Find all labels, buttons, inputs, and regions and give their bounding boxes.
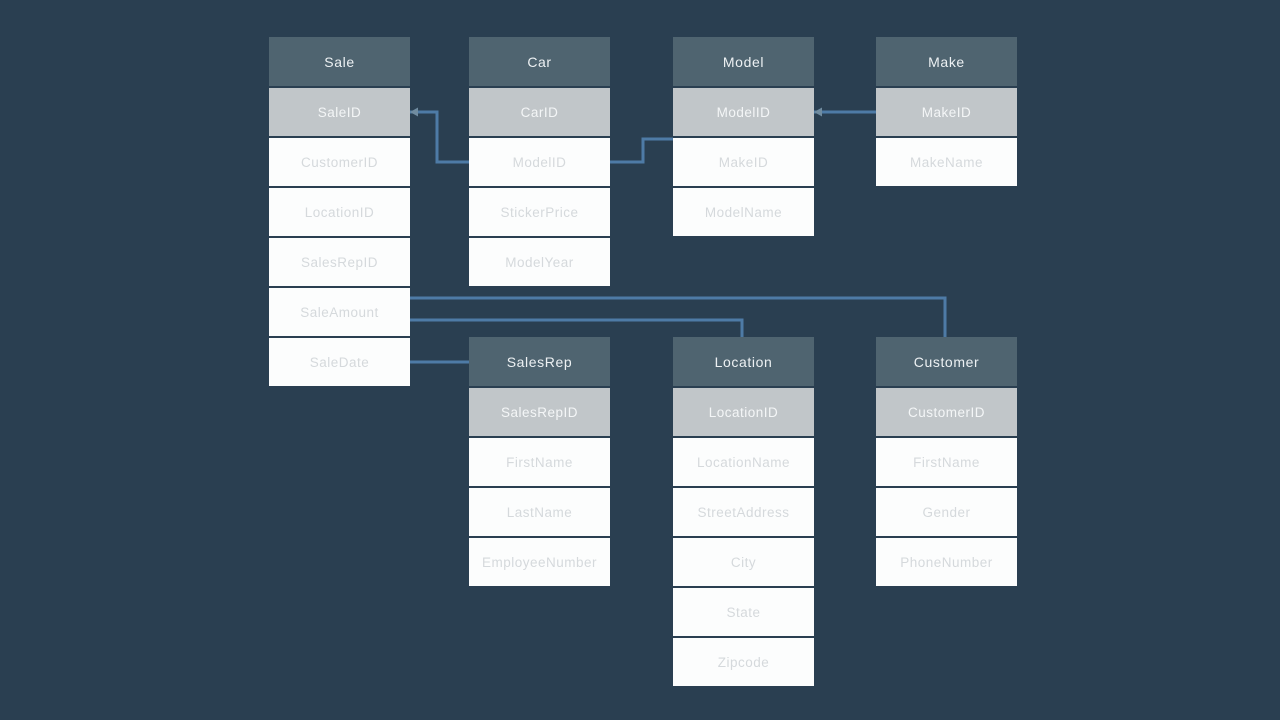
key-field-row-saleid: SaleID — [269, 88, 410, 136]
table-title-salesrep: SalesRep — [469, 337, 610, 386]
connector-sale-saleid-to-car-modelid — [410, 110, 469, 164]
table-title-model: Model — [673, 37, 814, 86]
connector-sale-to-location — [410, 318, 744, 337]
field-row-phonenumber: PhoneNumber — [876, 538, 1017, 586]
key-field-row-modelid: ModelID — [673, 88, 814, 136]
field-row-salesrepid: SalesRepID — [269, 238, 410, 286]
key-field-row-salesrepid: SalesRepID — [469, 388, 610, 436]
connector-car-modelid-to-model — [609, 137, 673, 164]
table-title-location: Location — [673, 337, 814, 386]
field-row-employeenumber: EmployeeNumber — [469, 538, 610, 586]
key-field-row-locationid: LocationID — [673, 388, 814, 436]
field-row-lastname: LastName — [469, 488, 610, 536]
field-row-locationid: LocationID — [269, 188, 410, 236]
key-field-row-customerid: CustomerID — [876, 388, 1017, 436]
table-title-car: Car — [469, 37, 610, 86]
field-row-modelid: ModelID — [469, 138, 610, 186]
field-row-makename: MakeName — [876, 138, 1017, 186]
field-row-makeid: MakeID — [673, 138, 814, 186]
field-row-saleamount: SaleAmount — [269, 288, 410, 336]
field-row-city: City — [673, 538, 814, 586]
field-row-zipcode: Zipcode — [673, 638, 814, 686]
connector-arrowhead-icon — [410, 107, 418, 117]
field-row-streetaddress: StreetAddress — [673, 488, 814, 536]
field-row-firstname: FirstName — [469, 438, 610, 486]
table-title-make: Make — [876, 37, 1017, 86]
field-row-modelyear: ModelYear — [469, 238, 610, 286]
field-row-state: State — [673, 588, 814, 636]
field-row-gender: Gender — [876, 488, 1017, 536]
table-title-customer: Customer — [876, 337, 1017, 386]
connector-arrowhead-icon — [814, 107, 822, 117]
field-row-locationname: LocationName — [673, 438, 814, 486]
field-row-stickerprice: StickerPrice — [469, 188, 610, 236]
field-row-customerid: CustomerID — [269, 138, 410, 186]
field-row-modelname: ModelName — [673, 188, 814, 236]
table-title-sale: Sale — [269, 37, 410, 86]
field-row-saledate: SaleDate — [269, 338, 410, 386]
field-row-firstname: FirstName — [876, 438, 1017, 486]
key-field-row-carid: CarID — [469, 88, 610, 136]
connector-sale-to-customer — [410, 296, 947, 337]
key-field-row-makeid: MakeID — [876, 88, 1017, 136]
